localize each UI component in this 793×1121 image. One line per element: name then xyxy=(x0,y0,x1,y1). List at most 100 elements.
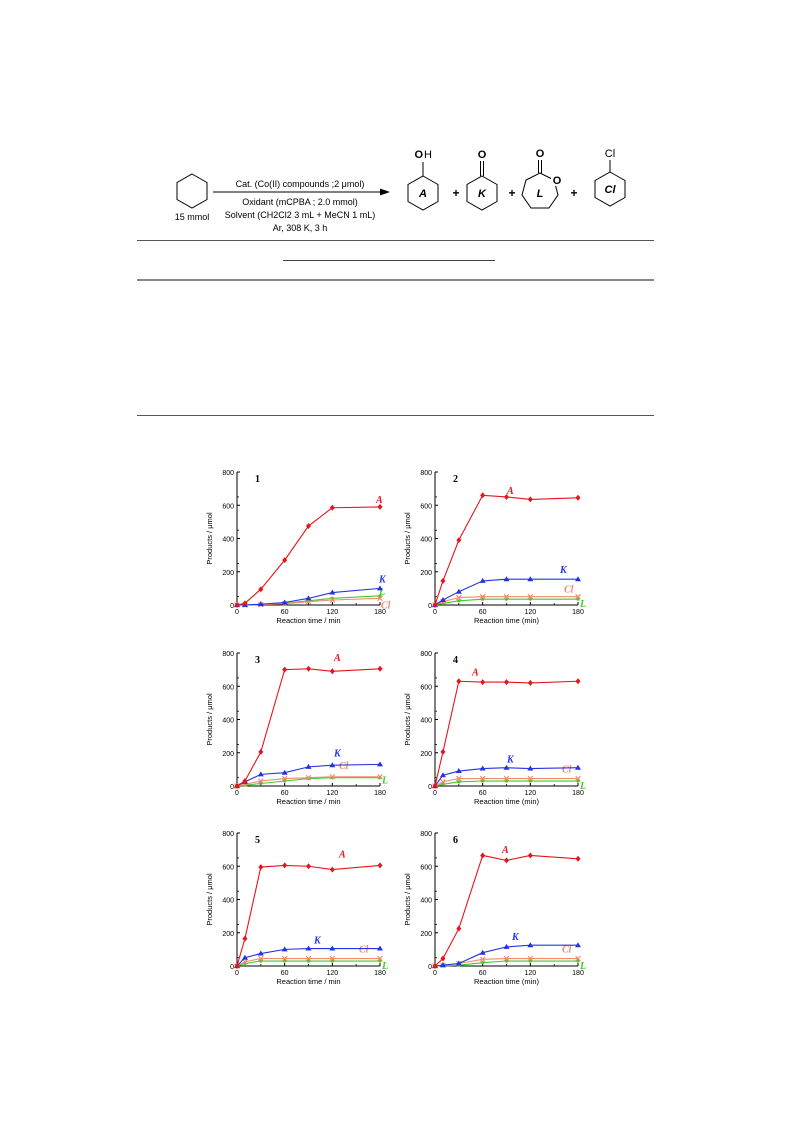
y-tick-label: 200 xyxy=(222,570,234,577)
data-point-A xyxy=(377,665,383,672)
x-tick-label: 0 xyxy=(433,790,437,797)
data-point-A xyxy=(329,504,335,511)
x-tick-label: 120 xyxy=(326,790,338,797)
x-axis-label: Reaction time (min) xyxy=(474,977,540,986)
data-point-A xyxy=(456,537,462,544)
data-point-K xyxy=(257,771,264,777)
y-tick-label: 600 xyxy=(420,503,432,510)
data-point-L xyxy=(283,779,287,783)
series-label-Cl: Cl xyxy=(562,765,572,776)
data-point-L xyxy=(378,594,382,598)
data-point-Cl xyxy=(479,956,486,963)
data-point-K xyxy=(575,764,581,770)
data-point-A xyxy=(242,600,248,607)
data-point-A xyxy=(440,955,446,962)
data-point-Cl xyxy=(305,955,312,962)
data-point-K xyxy=(377,585,383,591)
series-label-A: A xyxy=(333,653,341,664)
data-point-Cl xyxy=(440,779,446,785)
series-label-K: K xyxy=(313,936,322,947)
y-tick-label: 400 xyxy=(222,718,234,725)
reactant-amount: 15 mmol xyxy=(175,212,210,222)
x-axis-label: Reaction time / min xyxy=(276,977,340,986)
x-tick-label: 120 xyxy=(524,609,536,616)
data-point-A xyxy=(306,523,311,530)
data-point-K xyxy=(281,769,288,775)
data-point-A xyxy=(480,852,486,859)
data-point-Cl xyxy=(329,774,336,780)
data-point-K xyxy=(281,599,288,605)
data-point-A xyxy=(282,666,288,673)
y-axis-label: Products / μmol xyxy=(403,873,412,926)
data-point-A xyxy=(258,586,264,593)
y-tick-label: 600 xyxy=(222,684,234,691)
y-tick-label: 800 xyxy=(420,470,432,477)
data-point-K xyxy=(329,945,336,951)
x-tick-label: 60 xyxy=(281,790,289,797)
data-point-Cl xyxy=(258,955,264,962)
series-label-L: L xyxy=(381,776,388,787)
series-label-K: K xyxy=(511,932,520,943)
x-axis-label: Reaction time / min xyxy=(276,616,340,625)
data-point-Cl xyxy=(575,955,581,962)
data-point-A xyxy=(575,678,581,685)
y-tick-label: 600 xyxy=(222,864,234,871)
data-point-A xyxy=(329,866,335,873)
data-point-K xyxy=(455,960,462,966)
series-label-L: L xyxy=(579,781,586,792)
y-tick-label: 0 xyxy=(230,603,234,610)
data-point-K xyxy=(377,945,383,951)
product-L-label: L xyxy=(537,188,544,200)
series-label-L: L xyxy=(579,961,586,972)
chloro-substituent: Cl xyxy=(605,148,615,160)
y-axis-label: Products / μmol xyxy=(205,693,214,746)
data-point-L xyxy=(378,959,382,963)
data-point-Cl xyxy=(575,775,581,782)
data-point-A xyxy=(527,496,533,503)
data-point-K xyxy=(257,601,264,607)
series-label-A: A xyxy=(375,495,383,506)
data-point-A xyxy=(504,493,509,500)
data-point-L xyxy=(504,959,509,963)
x-tick-label: 120 xyxy=(524,790,536,797)
reaction-scheme: 15 mmol Cat. (Co(II) compounds ;2 μmol) … xyxy=(140,136,660,244)
data-point-K xyxy=(439,962,446,968)
data-point-A xyxy=(432,963,438,969)
y-axis-label: Products / μmol xyxy=(403,693,412,746)
data-point-Cl xyxy=(377,774,383,780)
data-point-Cl xyxy=(479,593,486,600)
data-point-Cl xyxy=(527,593,534,600)
x-tick-label: 180 xyxy=(572,790,584,797)
x-tick-label: 120 xyxy=(326,970,338,977)
data-point-K xyxy=(575,942,581,948)
product-A-label: A xyxy=(418,188,427,200)
series-label-A: A xyxy=(471,667,479,678)
y-tick-label: 400 xyxy=(420,898,432,905)
x-tick-label: 0 xyxy=(433,609,437,616)
data-point-K xyxy=(305,595,312,601)
data-point-Cl xyxy=(479,775,486,782)
series-line-A xyxy=(434,854,579,967)
chart-panel-number: 4 xyxy=(453,655,458,666)
y-tick-label: 600 xyxy=(420,684,432,691)
data-point-Cl xyxy=(329,955,336,962)
series-label-A: A xyxy=(338,849,346,860)
y-axis-label: Products / μmol xyxy=(205,512,214,565)
product-A: O H A xyxy=(407,149,439,211)
data-point-Cl xyxy=(503,955,510,962)
series-label-A: A xyxy=(501,845,509,856)
data-point-A xyxy=(242,935,248,942)
data-point-A xyxy=(440,577,446,584)
data-point-A xyxy=(234,602,240,608)
series-label-L: L xyxy=(579,599,586,610)
data-point-K xyxy=(503,943,510,949)
data-point-L xyxy=(576,779,580,783)
data-point-Cl xyxy=(456,594,462,601)
